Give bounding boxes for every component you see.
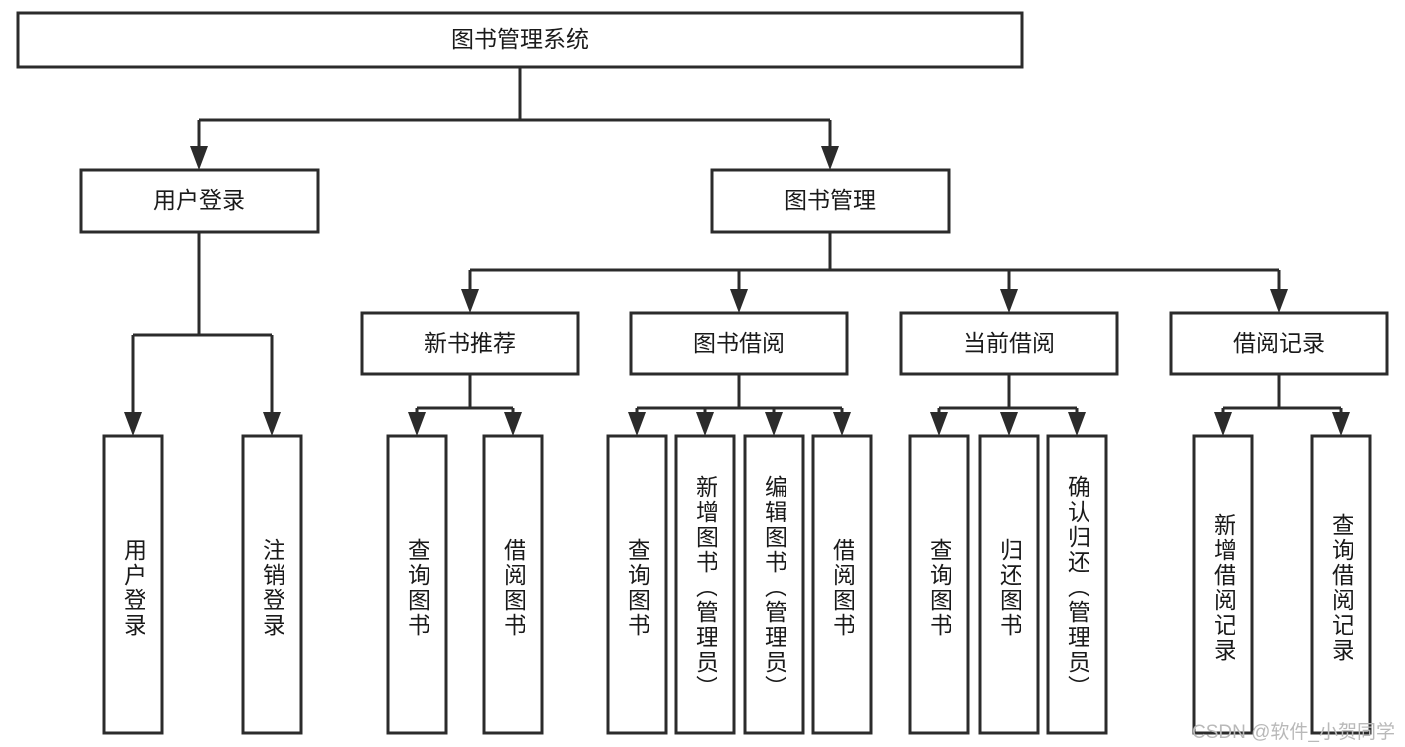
node-leaf-add-book-box[interactable] [674,434,736,735]
node-leaf-confirm-return-label-area: 确认归还（管理员） [1065,475,1089,700]
node-leaf-edit-book-box[interactable] [743,434,805,735]
node-leaf-query-book-3-label: 查询图书 [927,537,951,638]
node-root-box[interactable] [16,11,1024,69]
node-leaf-query-record[interactable]: 查询借阅记录 [1310,434,1372,735]
node-leaf-add-record-label: 新增借阅记录 [1211,512,1235,663]
arrow-head-leaf-query-book-3 [930,412,948,436]
node-leaf-user-logout-label-area: 注销登录 [260,537,284,638]
arrow-head-leaf-add-record [1214,412,1232,436]
node-leaf-user-login[interactable]: 用户登录 [102,434,164,735]
node-leaf-add-record-label-area: 新增借阅记录 [1211,512,1235,663]
node-book-borrow-box[interactable] [629,311,849,376]
node-book-manage-box[interactable] [710,168,951,234]
node-leaf-edit-book[interactable]: 编辑图书（管理员） [743,434,805,735]
node-leaf-query-book-1-label-area: 查询图书 [405,537,429,638]
leaf-node-layer: 用户登录 注销登录 查询图书 [102,434,1372,735]
arrow-head-leaf-user-logout [263,412,281,436]
node-leaf-confirm-return[interactable]: 确认归还（管理员） [1046,434,1108,735]
node-user-login-label: 用户登录 [153,187,245,213]
node-current-borrow-box[interactable] [899,311,1119,376]
node-leaf-borrow-book-2-label: 借阅图书 [830,537,854,638]
node-leaf-return-book-label-area: 归还图书 [997,537,1021,638]
node-leaf-query-book-2[interactable]: 查询图书 [606,434,668,735]
arrow-head-leaf-edit-book [765,412,783,436]
node-leaf-borrow-book-2[interactable]: 借阅图书 [811,434,873,735]
node-leaf-add-record[interactable]: 新增借阅记录 [1192,434,1254,735]
node-leaf-query-book-2-label-area: 查询图书 [625,537,649,638]
node-book-borrow-label: 图书借阅 [693,330,785,356]
node-root[interactable]: 图书管理系统 [16,11,1024,69]
node-book-borrow[interactable]: 图书借阅 [629,311,849,376]
arrow-head-leaf-query-book-1 [408,412,426,436]
node-leaf-user-logout-label: 注销登录 [260,537,284,638]
node-current-borrow[interactable]: 当前借阅 [899,311,1119,376]
node-leaf-query-record-label-area: 查询借阅记录 [1329,512,1353,663]
node-leaf-edit-book-label-area: 编辑图书（管理员） [762,475,786,700]
node-root-label: 图书管理系统 [451,26,589,52]
arrow-head-leaf-query-record [1332,412,1350,436]
node-leaf-borrow-book-1[interactable]: 借阅图书 [482,434,544,735]
node-leaf-query-book-3-label-area: 查询图书 [927,537,951,638]
csdn-watermark: CSDN @软件_小贺同学 [1192,722,1395,743]
node-leaf-add-book[interactable]: 新增图书（管理员） [674,434,736,735]
node-leaf-return-book-label: 归还图书 [997,537,1021,638]
node-leaf-query-book-1-box[interactable] [386,434,448,735]
node-borrow-record[interactable]: 借阅记录 [1169,311,1389,376]
node-book-manage-label: 图书管理 [784,187,876,213]
arrow-head-user-login [190,146,208,170]
node-leaf-user-login-label: 用户登录 [121,537,145,638]
node-leaf-add-book-label: 新增图书（管理员） [693,475,717,700]
node-leaf-query-record-label: 查询借阅记录 [1329,512,1353,663]
node-leaf-query-book-2-box[interactable] [606,434,668,735]
node-book-manage[interactable]: 图书管理 [710,168,951,234]
node-leaf-add-record-box[interactable] [1192,434,1254,735]
node-leaf-query-book-1[interactable]: 查询图书 [386,434,448,735]
node-borrow-record-label: 借阅记录 [1233,330,1325,356]
arrow-head-leaf-borrow-book-1 [504,412,522,436]
node-leaf-user-login-box[interactable] [102,434,164,735]
arrow-head-leaf-borrow-book-2 [833,412,851,436]
node-current-borrow-label: 当前借阅 [963,330,1055,356]
node-leaf-query-book-2-label: 查询图书 [625,537,649,638]
node-leaf-add-book-label-area: 新增图书（管理员） [693,475,717,700]
arrow-head-borrow-record [1270,289,1288,313]
node-user-login-box[interactable] [79,168,320,234]
node-new-book-recommend-box[interactable] [360,311,580,376]
node-user-login[interactable]: 用户登录 [79,168,320,234]
arrow-head-leaf-confirm-return [1068,412,1086,436]
connector-layer [124,67,1350,436]
node-leaf-return-book-box[interactable] [978,434,1040,735]
node-new-book-recommend[interactable]: 新书推荐 [360,311,580,376]
arrow-head-leaf-user-login [124,412,142,436]
node-leaf-borrow-book-1-label: 借阅图书 [501,537,525,638]
node-leaf-borrow-book-2-box[interactable] [811,434,873,735]
node-leaf-edit-book-label: 编辑图书（管理员） [762,475,786,700]
node-leaf-return-book[interactable]: 归还图书 [978,434,1040,735]
arrow-head-new-book-recommend [461,289,479,313]
node-leaf-query-record-box[interactable] [1310,434,1372,735]
node-leaf-query-book-1-label: 查询图书 [405,537,429,638]
node-borrow-record-box[interactable] [1169,311,1389,376]
node-leaf-user-logout-box[interactable] [241,434,303,735]
node-leaf-query-book-3[interactable]: 查询图书 [908,434,970,735]
node-leaf-query-book-3-box[interactable] [908,434,970,735]
node-leaf-borrow-book-1-label-area: 借阅图书 [501,537,525,638]
arrow-head-leaf-query-book-2 [628,412,646,436]
node-leaf-borrow-book-1-box[interactable] [482,434,544,735]
node-leaf-confirm-return-box[interactable] [1046,434,1108,735]
node-leaf-user-login-label-area: 用户登录 [121,537,145,638]
arrow-head-current-borrow [1000,289,1018,313]
node-leaf-borrow-book-2-label-area: 借阅图书 [830,537,854,638]
node-leaf-confirm-return-label: 确认归还（管理员） [1065,475,1089,700]
arrow-head-leaf-add-book [696,412,714,436]
node-leaf-user-logout[interactable]: 注销登录 [241,434,303,735]
arrow-head-book-borrow [730,289,748,313]
node-new-book-recommend-label: 新书推荐 [424,330,516,356]
arrow-head-book-manage [821,146,839,170]
arrow-head-leaf-return-book [1000,412,1018,436]
